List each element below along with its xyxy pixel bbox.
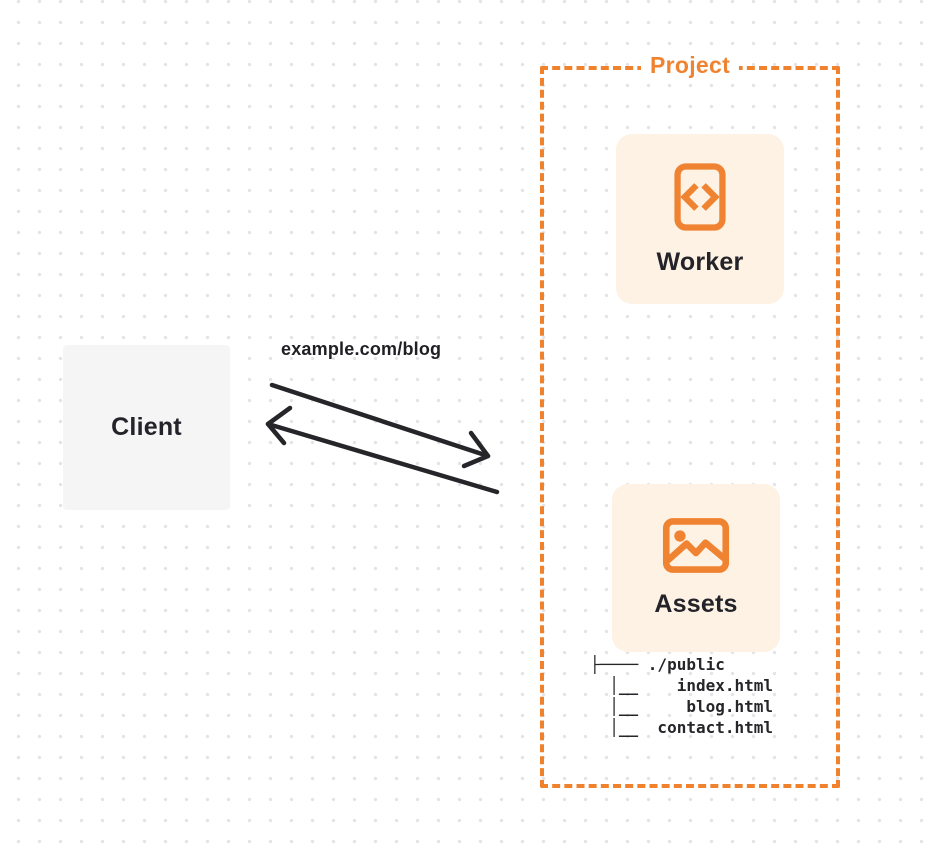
tree-line-blog: │__ blog.html [590,697,774,716]
assets-card: Assets [612,484,780,652]
file-tree: ├──── ./public │__ index.html │__ blog.h… [590,654,773,738]
client-box: Client [63,345,230,510]
assets-label: Assets [654,590,738,618]
project-label: Project [640,52,740,79]
image-icon [662,518,730,573]
worker-label: Worker [656,247,744,276]
request-url-label: example.com/blog [281,339,442,359]
tree-line-index: │__ index.html [590,676,774,695]
project-box: Project Worker Assets ├──── ./public │__… [540,52,840,788]
code-icon [674,162,726,231]
worker-card: Worker [616,134,784,304]
client-label: Client [111,413,182,441]
tree-line-public: ├──── ./public [590,655,725,674]
tree-line-contact: │__ contact.html [590,718,774,737]
